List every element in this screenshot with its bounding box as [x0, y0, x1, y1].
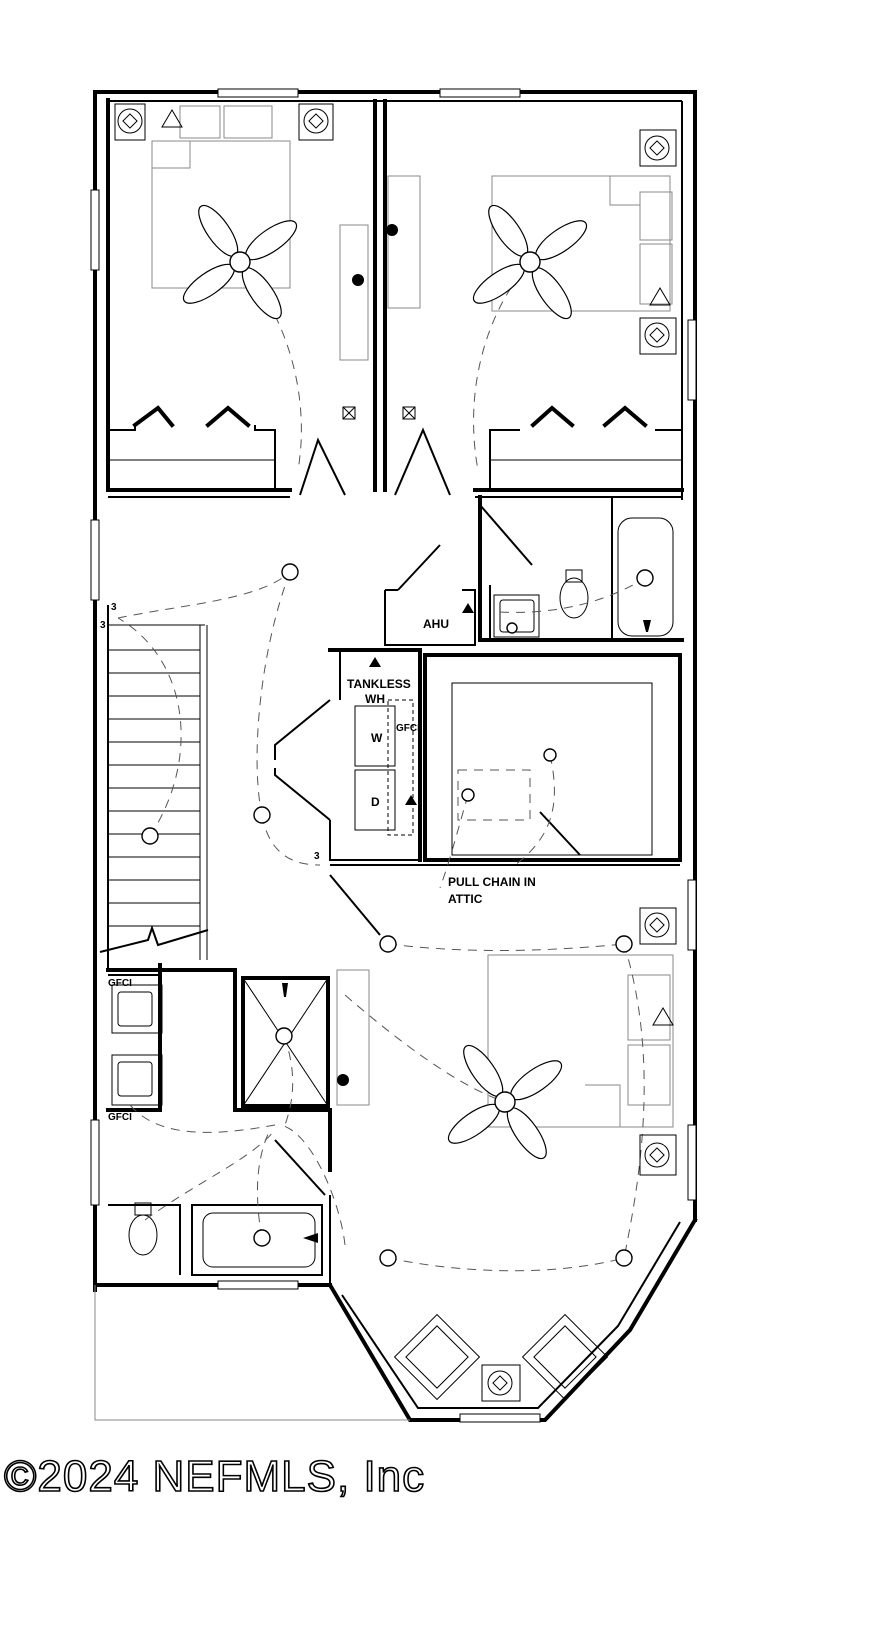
three-way-switch-label: 3: [314, 851, 320, 862]
gfci-bath-top-label: GFCI: [108, 978, 132, 989]
attic-label: ATTIC: [448, 892, 483, 906]
stair-treads: [99, 649, 209, 953]
ahu-label: AHU: [423, 617, 449, 631]
smoke-detector-icon: [342, 406, 416, 420]
gfci-bath-bottom-label: GFCI: [108, 1112, 132, 1123]
three-way-switch-label: 3: [100, 620, 106, 631]
washer-label: W: [371, 731, 383, 745]
electrical-circuits: [117, 261, 646, 1272]
copyright-watermark: ©2024 NEFMLS, Inc: [3, 1451, 426, 1502]
plan-labels: AHU TANKLESS WH W D GFCI GFCI GFCI PULL …: [100, 602, 536, 1123]
outlet-icon: [114, 103, 677, 1402]
tankless-wh-label: WH: [365, 692, 385, 706]
dryer-label: D: [371, 795, 380, 809]
ceiling-light-icon: [141, 563, 654, 1267]
tankless-label: TANKLESS: [347, 677, 411, 691]
furniture: [111, 105, 674, 1401]
ceiling-fan-icon: [182, 204, 588, 1160]
pull-chain-label: PULL CHAIN IN: [448, 875, 536, 889]
gfci-laundry-label: GFCI: [396, 723, 420, 734]
interior-walls: [106, 99, 684, 1285]
exterior-walls: [90, 88, 698, 1423]
doors: [274, 427, 581, 1196]
three-way-switch-label: 3: [111, 602, 117, 613]
